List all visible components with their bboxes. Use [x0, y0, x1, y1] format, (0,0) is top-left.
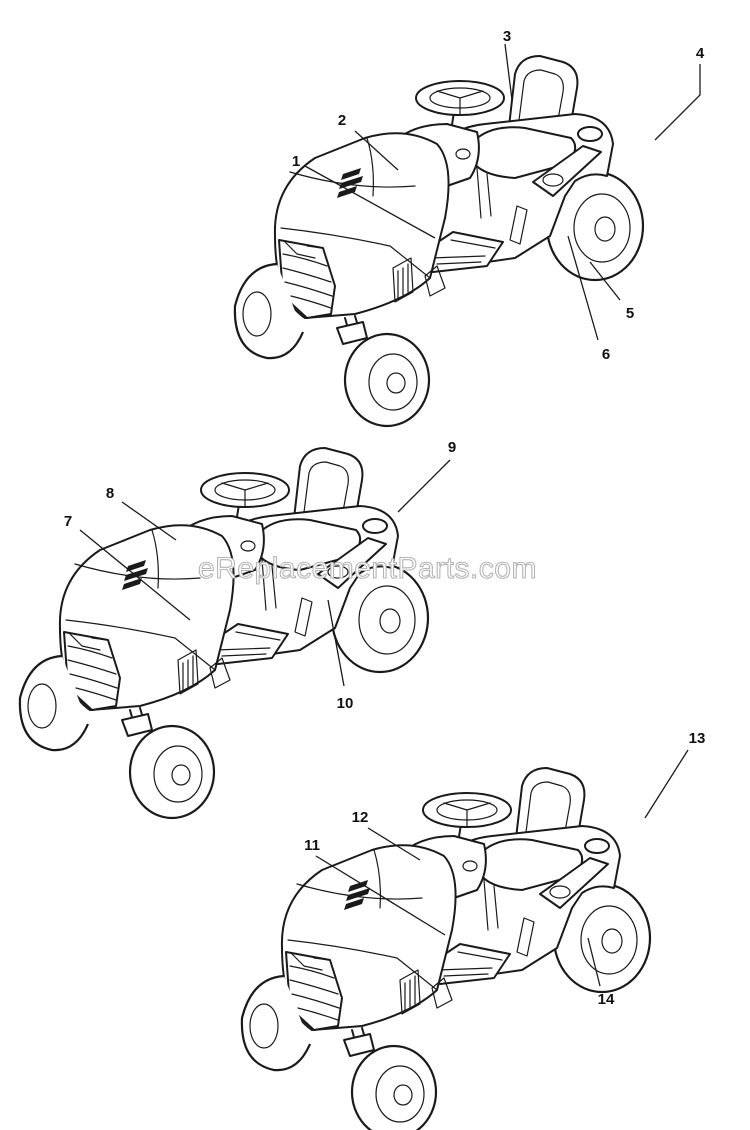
tractor-top-view [233, 54, 645, 428]
callout-3: 3 [503, 28, 511, 45]
callout-10: 10 [337, 695, 354, 712]
callout-6: 6 [602, 346, 610, 363]
callout-7: 7 [64, 513, 72, 530]
callout-13: 13 [689, 730, 706, 747]
callout-12: 12 [352, 809, 369, 826]
callout-8: 8 [106, 485, 114, 502]
callout-14: 14 [598, 991, 615, 1008]
tractor-middle-view [18, 446, 430, 820]
callout-2: 2 [338, 112, 346, 129]
leader-lines [79, 43, 701, 987]
callout-4: 4 [696, 45, 705, 62]
callout-11: 11 [304, 837, 320, 854]
callout-5: 5 [626, 305, 634, 322]
watermark: eReplacementParts.com [198, 552, 537, 585]
callout-9: 9 [448, 439, 456, 456]
tractor-bottom-view [240, 766, 652, 1130]
callouts: 1 2 3 4 5 6 7 8 9 10 11 12 13 14 [64, 28, 706, 1008]
callout-1: 1 [292, 153, 300, 170]
